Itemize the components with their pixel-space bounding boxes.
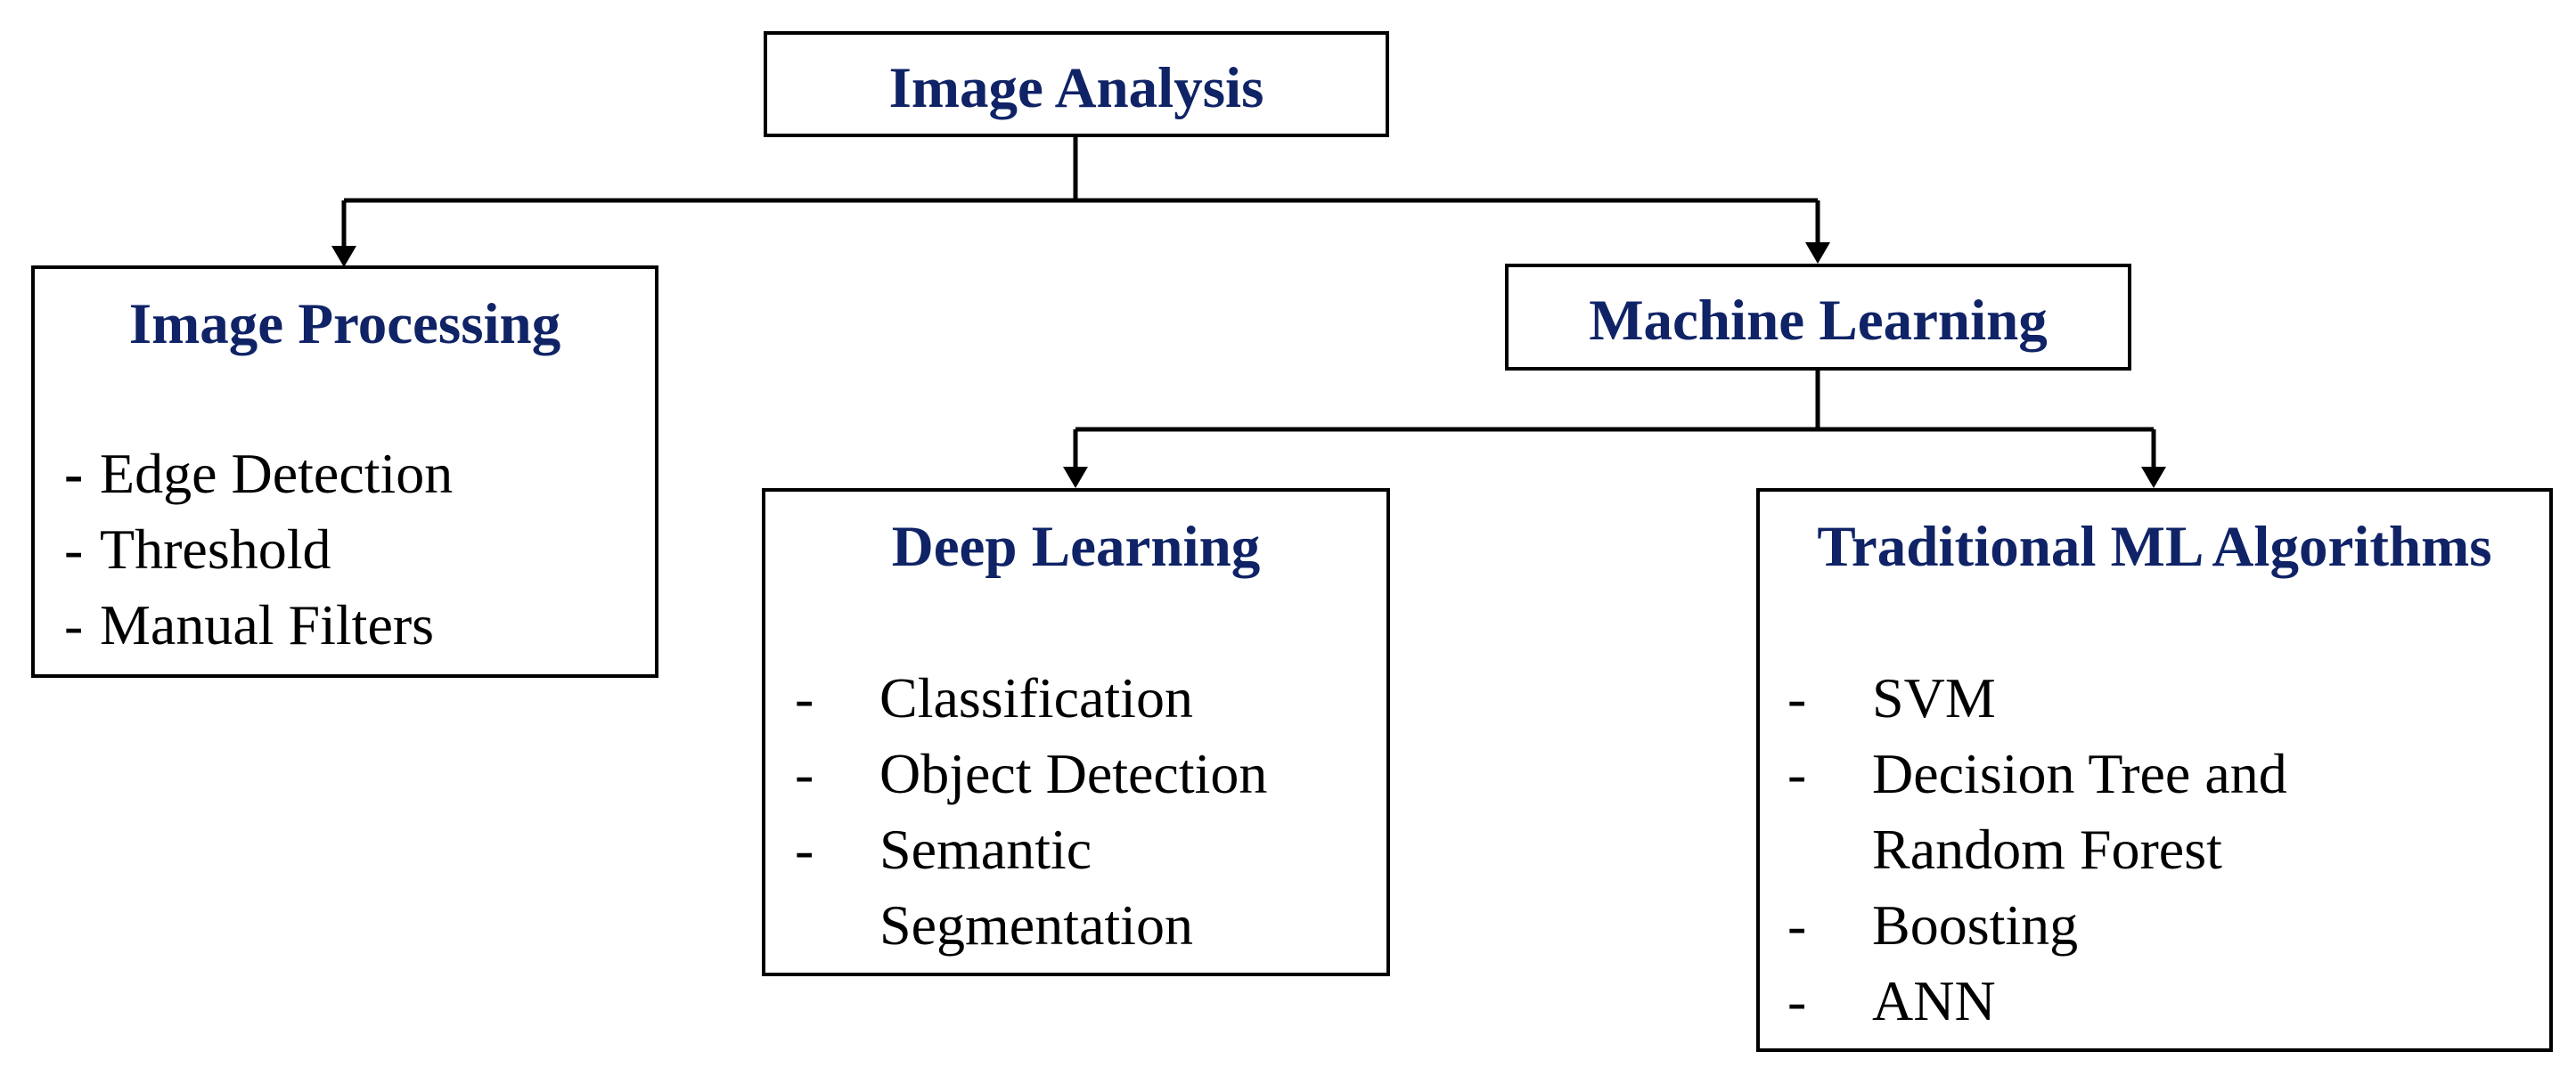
list-item: - Classification — [795, 660, 1267, 736]
list-item-text: SVM — [1872, 666, 1996, 729]
list-dash: - — [1787, 666, 1807, 729]
image-analysis-title: Image Analysis — [888, 56, 1264, 120]
traditional-ml-title: Traditional ML Algorithms — [1817, 515, 2492, 579]
list-item-text: Threshold — [100, 518, 331, 581]
list-dash: - — [795, 818, 814, 881]
machine-learning-box: Machine Learning — [1505, 264, 2131, 371]
list-item: - SVM — [1787, 660, 2287, 736]
list-dash: - — [64, 518, 84, 581]
list-item-text: Edge Detection — [100, 442, 454, 505]
list-dash: - — [795, 742, 814, 805]
arrowhead-image-processing — [331, 246, 356, 267]
deep-learning-list: - Classification - Object Detection - Se… — [795, 660, 1267, 963]
arrowhead-machine-learning — [1805, 242, 1830, 264]
list-item-text: Segmentation — [879, 893, 1193, 957]
arrowhead-traditional-ml — [2141, 467, 2166, 488]
image-processing-box: Image Processing - Edge Detection - Thre… — [31, 265, 658, 678]
list-item: - ANN — [1787, 963, 2287, 1039]
list-dash: - — [1787, 742, 1807, 805]
list-item-text: ANN — [1872, 969, 1996, 1032]
list-item: - Decision Tree and — [1787, 736, 2287, 811]
arrowhead-deep-learning — [1063, 467, 1088, 488]
list-item: - Object Detection — [795, 736, 1267, 811]
image-processing-list: - Edge Detection - Threshold - Manual Fi… — [64, 436, 453, 663]
list-item: - Boosting — [1787, 887, 2287, 963]
list-item: Segmentation — [795, 887, 1267, 963]
list-item-text: Random Forest — [1872, 818, 2222, 881]
list-dash: - — [64, 593, 84, 656]
list-item: - Manual Filters — [64, 587, 453, 663]
traditional-ml-box: Traditional ML Algorithms - SVM - Decisi… — [1756, 488, 2553, 1052]
list-item-text: Boosting — [1872, 893, 2079, 957]
list-dash: - — [1787, 969, 1807, 1032]
list-item-text: Semantic — [879, 818, 1092, 881]
list-dash: - — [64, 442, 84, 505]
list-dash: - — [795, 666, 814, 729]
list-item-text: Object Detection — [879, 742, 1268, 805]
list-item-text: Manual Filters — [100, 593, 435, 656]
list-item: Random Forest — [1787, 811, 2287, 887]
list-item: - Edge Detection — [64, 436, 453, 511]
deep-learning-title: Deep Learning — [891, 515, 1261, 579]
list-item: - Semantic — [795, 811, 1267, 887]
list-item-text: Decision Tree and — [1872, 742, 2287, 805]
list-item: - Threshold — [64, 511, 453, 587]
list-dash: - — [1787, 893, 1807, 957]
machine-learning-title: Machine Learning — [1589, 289, 2048, 353]
image-processing-title: Image Processing — [128, 292, 561, 356]
deep-learning-box: Deep Learning - Classification - Object … — [762, 488, 1390, 976]
list-item-text: Classification — [879, 666, 1193, 729]
image-analysis-box: Image Analysis — [764, 31, 1389, 137]
traditional-ml-list: - SVM - Decision Tree and Random Forest … — [1787, 660, 2287, 1039]
